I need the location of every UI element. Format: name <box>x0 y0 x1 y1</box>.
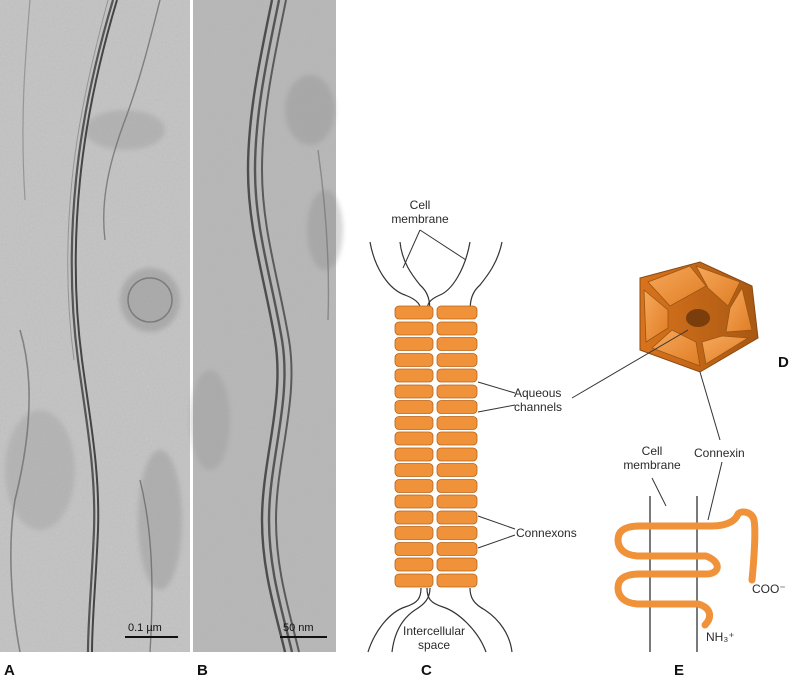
connexon-hemichannel <box>394 526 434 540</box>
connexon-hemichannel <box>436 368 478 383</box>
aqueous-line2: channels <box>514 400 563 414</box>
connexon-hemichannel <box>394 353 434 367</box>
intercellular-line2: space <box>417 638 451 652</box>
connexon-hemichannel <box>394 337 434 351</box>
connexon-hemichannel <box>394 431 434 446</box>
connexon-hemichannel <box>394 305 434 320</box>
connexon-hemichannel <box>436 321 478 336</box>
connexon-hemichannel <box>436 431 478 446</box>
connexon-hemichannel <box>436 479 478 493</box>
connexon-hemichannel <box>394 542 434 556</box>
nh3-terminus-label: NH₃⁺ <box>706 630 735 644</box>
c-cell-membrane-line2: membrane <box>391 212 449 226</box>
connexin-label: Connexin <box>694 446 745 460</box>
connexon-hemichannel <box>394 416 434 430</box>
connexon-hemichannel <box>436 384 478 399</box>
panel-label-d: D <box>778 354 789 371</box>
c-cell-membrane-line1: Cell <box>409 198 431 212</box>
connexon-hemichannel <box>436 510 478 525</box>
connexon-hemichannel <box>436 463 478 477</box>
connexons-label: Connexons <box>516 526 577 540</box>
connexon-hemichannel <box>436 573 478 588</box>
connexon-hemichannel <box>394 368 434 383</box>
aqueous-line1: Aqueous <box>514 386 562 400</box>
connexon-hemichannel <box>436 400 478 414</box>
panel-label-c: C <box>421 662 432 679</box>
micrograph-b <box>190 0 343 653</box>
panel-label-a: A <box>4 662 15 679</box>
connexon-hemichannel <box>394 494 434 509</box>
scale-label-b: 50 nm <box>283 622 314 634</box>
connexon-hemichannel <box>436 337 478 351</box>
connexon-hemichannel <box>394 557 434 572</box>
connexon-hemichannel <box>394 400 434 414</box>
panel-label-b: B <box>197 662 208 679</box>
connexon-hemichannel <box>436 447 478 462</box>
connexon-stack <box>394 305 478 588</box>
connexon-hemichannel <box>394 510 434 525</box>
scale-label-a: 0.1 µm <box>128 622 162 634</box>
connexon-hemichannel <box>436 526 478 540</box>
connexon-hemichannel <box>436 305 478 320</box>
micrograph-a <box>0 0 190 653</box>
connexon-hemichannel <box>394 384 434 399</box>
intercellular-line1: Intercellular <box>402 624 466 638</box>
c-cell-membrane-label: Cell membrane <box>384 198 456 226</box>
e-cell-membrane-line2: membrane <box>623 458 681 472</box>
cooh-terminus-label: COO⁻ <box>752 582 786 596</box>
aqueous-channels-label: Aqueous channels <box>514 386 574 414</box>
connexon-3d-model <box>571 261 759 441</box>
connexon-hemichannel <box>394 479 434 493</box>
e-cell-membrane-label: Cell membrane <box>614 444 690 472</box>
connexin-chain <box>614 508 759 629</box>
connexon-hemichannel <box>394 463 434 477</box>
diagram-c <box>367 229 516 653</box>
connexon-hemichannel <box>394 321 434 336</box>
connexin-topology <box>614 461 759 652</box>
connexon-hemichannel <box>436 542 478 556</box>
connexon-hemichannel <box>436 557 478 572</box>
panel-label-e: E <box>674 662 685 679</box>
connexon-hemichannel <box>436 416 478 430</box>
e-cell-membrane-line1: Cell <box>641 444 663 458</box>
intercellular-space-label: Intercellular space <box>392 624 476 652</box>
connexon-hemichannel <box>394 573 434 588</box>
connexon-hemichannel <box>436 353 478 367</box>
connexon-hemichannel <box>394 447 434 462</box>
connexon-hemichannel <box>436 494 478 509</box>
